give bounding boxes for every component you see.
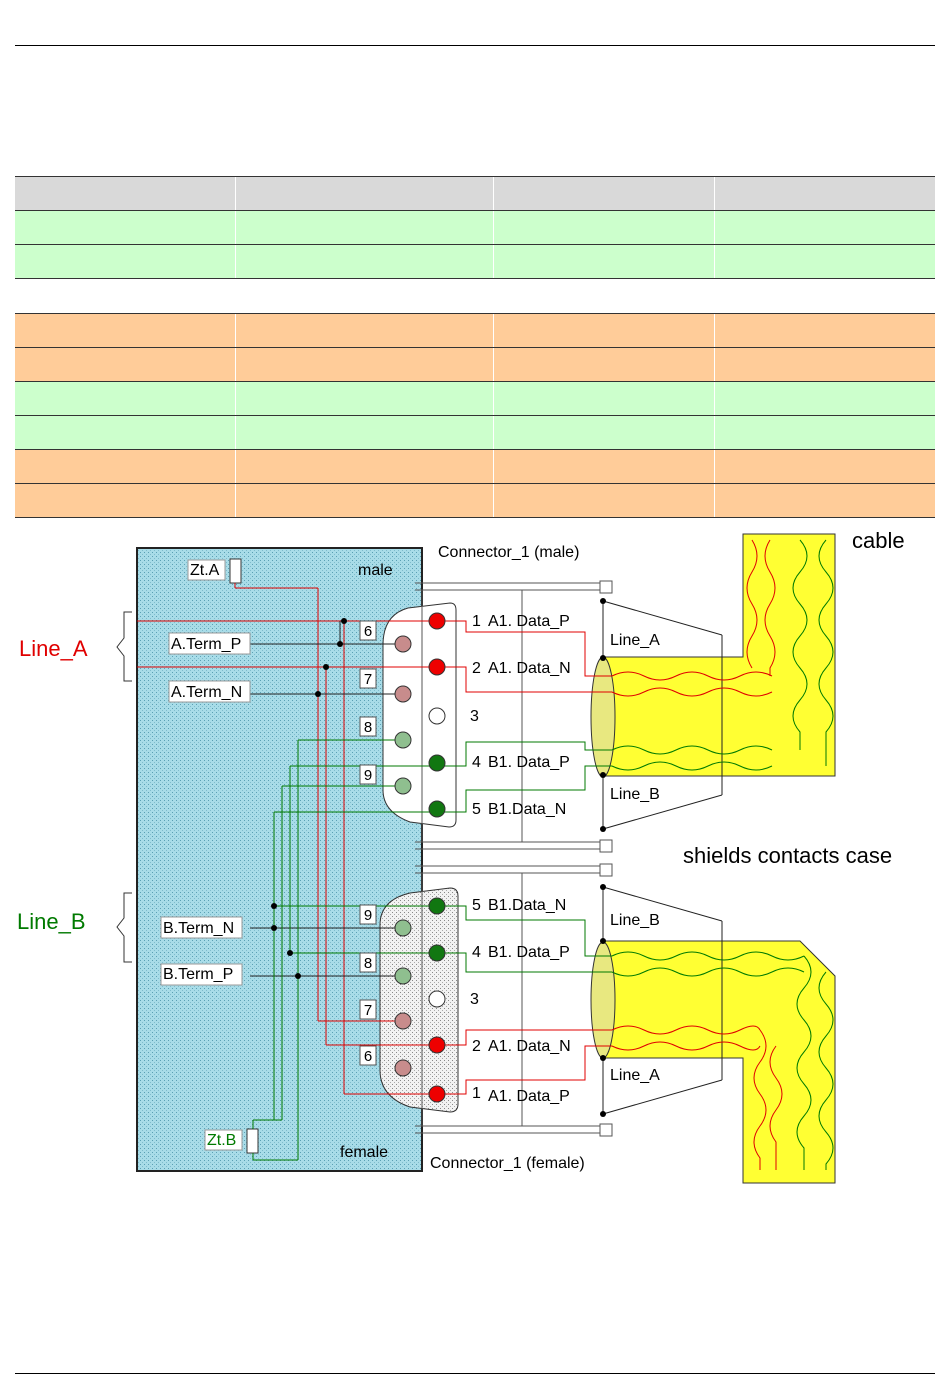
male-pin-number: 2 (472, 660, 481, 677)
female-pin-number: 5 (472, 897, 481, 914)
b-term-p-label: B.Term_P (163, 966, 233, 983)
data-table-bottom (15, 313, 935, 518)
table-row (15, 210, 935, 245)
female-inner-pin-number: 7 (364, 1002, 372, 1019)
line-b-bracket (116, 892, 132, 963)
footer-rule (15, 1373, 935, 1374)
female-label: female (340, 1144, 388, 1161)
device-board (136, 547, 423, 1172)
table-row (15, 244, 935, 279)
female-pin-number: 2 (472, 1038, 481, 1055)
female-pin-number: 3 (470, 991, 479, 1008)
line-a-group-label: Line_A (19, 636, 88, 661)
male-pin-label: A1. Data_P (488, 613, 570, 630)
a-term-n-label: A.Term_N (171, 684, 242, 701)
male-inner-pin-number: 9 (364, 767, 372, 784)
male-pin-number: 3 (470, 708, 479, 725)
pin-4 (428, 944, 446, 962)
cable-line-b-bottom: Line_B (610, 912, 660, 929)
table-row (15, 483, 935, 518)
pin-3 (428, 707, 446, 725)
male-inner-pin-number: 6 (364, 623, 372, 640)
connector-male-label: Connector_1 (male) (438, 544, 579, 561)
junction-dots (271, 598, 606, 1117)
pin-1 (428, 612, 446, 630)
male-label: male (358, 562, 393, 579)
shields-label: shields contacts case (683, 843, 892, 868)
b-term-n-label: B.Term_N (163, 920, 234, 937)
cable-label: cable (852, 528, 905, 553)
male-pin-label: B1.Data_N (488, 801, 566, 818)
term-label-boxes (160, 559, 251, 1151)
pin-7 (394, 685, 412, 703)
pin-6 (394, 1059, 412, 1077)
female-inner-pin-number: 9 (364, 907, 372, 924)
connector-female-label: Connector_1 (female) (430, 1155, 585, 1172)
male-inner-pin-number: 7 (364, 671, 372, 688)
male-inner-pin-number: 8 (364, 719, 372, 736)
line-b-group-label: Line_B (17, 909, 86, 934)
data-table-top (15, 176, 935, 279)
pin-6 (394, 635, 412, 653)
male-pin-label: B1. Data_P (488, 754, 570, 771)
male-pins (394, 612, 446, 818)
cable-line-a-bottom: Line_A (610, 1067, 660, 1084)
table-header-row (15, 176, 935, 211)
female-connector-shell (379, 887, 459, 1113)
pin-2 (428, 1036, 446, 1054)
header-rule (15, 45, 935, 46)
inner-pin-boxes (359, 620, 377, 1066)
female-pin-label: A1. Data_P (488, 1088, 570, 1105)
pin-2 (428, 658, 446, 676)
female-pin-label: A1. Data_N (488, 1038, 571, 1055)
pin-8 (394, 731, 412, 749)
male-pin-number: 4 (472, 754, 481, 771)
pin-5 (428, 897, 446, 915)
pin-7 (394, 1012, 412, 1030)
table-row (15, 313, 935, 348)
table-row (15, 347, 935, 382)
pin-8 (394, 967, 412, 985)
pin-9 (394, 919, 412, 937)
table-row (15, 415, 935, 450)
female-pin-label: B1.Data_N (488, 897, 566, 914)
line-a-wires (137, 587, 612, 1095)
cable-line-a-top: Line_A (610, 632, 660, 649)
pin-3 (428, 990, 446, 1008)
resistor-zt-a (229, 558, 242, 584)
line-a-bracket (116, 611, 132, 682)
pin-1 (428, 1085, 446, 1103)
female-inner-pin-number: 8 (364, 955, 372, 972)
resistor-zt-b (246, 1128, 259, 1154)
cable-line-b-top: Line_B (610, 786, 660, 803)
twisted-pairs-bottom (611, 951, 834, 1170)
pin-9 (394, 777, 412, 795)
connector-rails (415, 580, 613, 1137)
female-pin-number: 4 (472, 944, 481, 961)
cable-shield-top (590, 656, 616, 778)
twisted-pairs-top (611, 539, 834, 771)
pin-4 (428, 754, 446, 772)
female-pins (394, 897, 446, 1103)
zt-a-label: Zt.A (190, 562, 220, 579)
male-pin-number: 5 (472, 801, 481, 818)
male-pin-number: 1 (472, 613, 481, 630)
pin-5 (428, 800, 446, 818)
a-term-p-label: A.Term_P (171, 636, 241, 653)
female-inner-pin-number: 6 (364, 1048, 372, 1065)
female-pin-number: 1 (472, 1085, 481, 1102)
cable-bottom (603, 940, 836, 1184)
cable-shield-bottom (590, 941, 616, 1059)
female-pin-label: B1. Data_P (488, 944, 570, 961)
zt-b-label: Zt.B (207, 1132, 236, 1149)
male-pin-label: A1. Data_N (488, 660, 571, 677)
